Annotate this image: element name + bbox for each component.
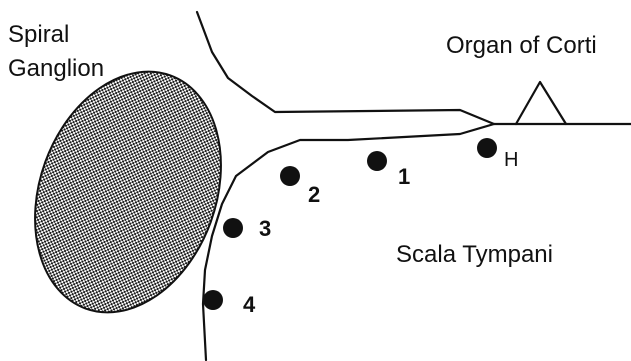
electrode-4-label: 4 — [243, 292, 256, 317]
organ-of-corti-label: Organ of Corti — [446, 32, 597, 59]
organ-of-corti-triangle — [516, 82, 566, 124]
electrode-3-label: 3 — [259, 216, 271, 241]
electrode-3-dot — [223, 218, 243, 238]
electrode-h-label: H — [504, 149, 518, 171]
spiral-ganglion-label-line2: Ganglion — [8, 55, 104, 82]
electrode-1-label: 1 — [398, 164, 410, 189]
electrode-2-label: 2 — [308, 182, 320, 207]
electrode-2-dot — [280, 166, 300, 186]
electrode-1-dot — [367, 151, 387, 171]
scala-tympani-label: Scala Tympani — [396, 241, 553, 268]
electrode-h-dot — [477, 138, 497, 158]
spiral-ganglion-label-line1: Spiral — [8, 21, 69, 48]
upper-membrane-line — [197, 12, 494, 124]
electrode-4-dot — [203, 290, 223, 310]
